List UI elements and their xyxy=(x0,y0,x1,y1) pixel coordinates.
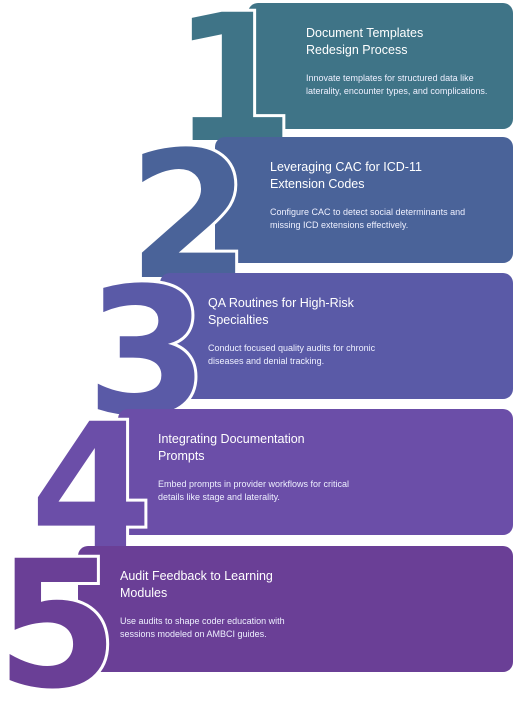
step-2: 2 Leveraging CAC for ICD-11 Extension Co… xyxy=(0,126,513,308)
step-2-description: Configure CAC to detect social determina… xyxy=(270,207,466,230)
step-2-text: Leveraging CAC for ICD-11 Extension Code… xyxy=(270,137,470,231)
step-1-bar xyxy=(248,3,513,129)
step-1: 1 Document Templates Redesign Process In… xyxy=(0,0,513,171)
step-1-title: Document Templates Redesign Process xyxy=(306,26,424,57)
step-4-bar xyxy=(118,409,513,535)
step-3-description: Conduct focused quality audits for chron… xyxy=(208,343,376,366)
step-3-text: QA Routines for High-Risk Specialties Co… xyxy=(208,273,408,367)
step-5: 5 Audit Feedback to Learning Modules Use… xyxy=(0,535,513,717)
step-4: 4 Integrating Documentation Prompts Embe… xyxy=(0,398,513,580)
step-5-title: Audit Feedback to Learning Modules xyxy=(120,569,273,600)
step-1-text: Document Templates Redesign Process Inno… xyxy=(306,3,506,97)
step-5-bar xyxy=(78,546,513,672)
step-3-bar xyxy=(160,273,513,399)
step-4-title: Integrating Documentation Prompts xyxy=(158,432,305,463)
step-5-number: 5 xyxy=(0,523,121,728)
step-4-description: Embed prompts in provider workflows for … xyxy=(158,479,350,502)
step-3: 3 QA Routines for High-Risk Specialties … xyxy=(0,262,513,444)
step-5-text: Audit Feedback to Learning Modules Use a… xyxy=(120,546,320,640)
step-1-description: Innovate templates for structured data l… xyxy=(306,73,488,96)
step-2-title: Leveraging CAC for ICD-11 Extension Code… xyxy=(270,160,422,191)
step-3-title: QA Routines for High-Risk Specialties xyxy=(208,296,354,327)
step-5-description: Use audits to shape coder education with… xyxy=(120,616,285,639)
step-2-bar xyxy=(215,137,513,263)
step-4-text: Integrating Documentation Prompts Embed … xyxy=(158,409,358,503)
